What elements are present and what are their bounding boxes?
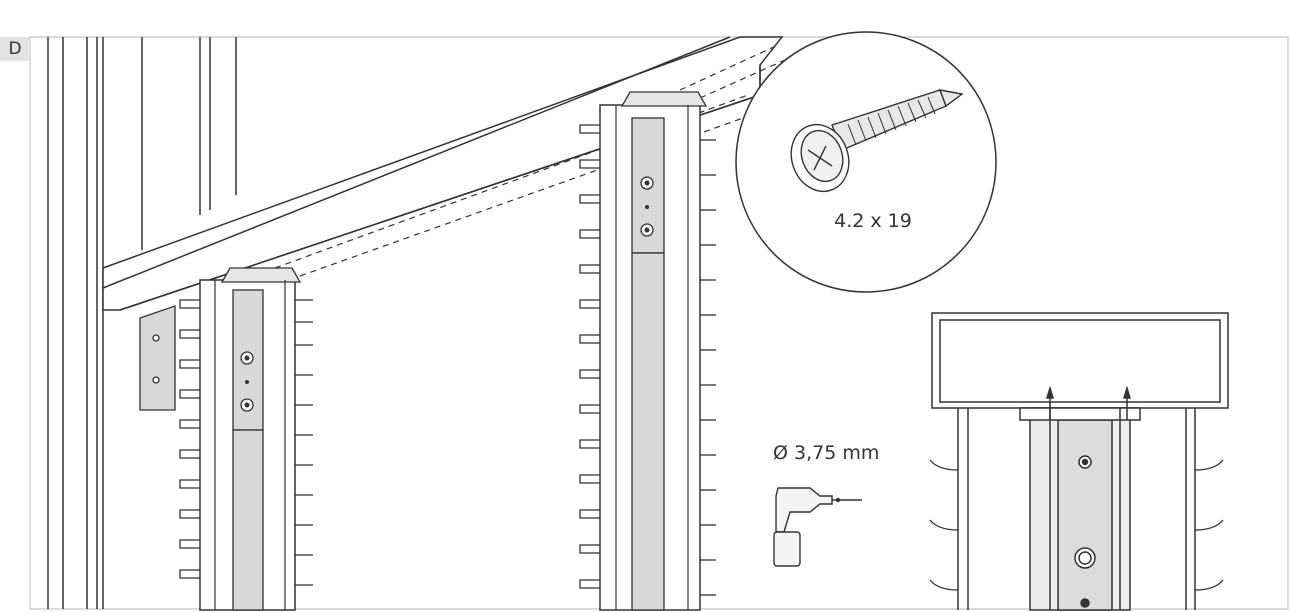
screw-detail-callout bbox=[735, 31, 997, 293]
cable-rail-left bbox=[179, 267, 313, 611]
drill-bit-label: Ø 3,75 mm bbox=[773, 442, 880, 464]
cable-rail-right bbox=[579, 91, 716, 611]
wall-bracket bbox=[139, 305, 176, 411]
power-drill-icon bbox=[773, 487, 862, 567]
section-detail-view bbox=[929, 312, 1229, 611]
pan-head-screw-icon bbox=[790, 89, 964, 193]
screw-size-label: 4.2 x 19 bbox=[834, 210, 912, 232]
step-label: D bbox=[0, 37, 30, 61]
cabinet-side-wall bbox=[47, 37, 237, 609]
